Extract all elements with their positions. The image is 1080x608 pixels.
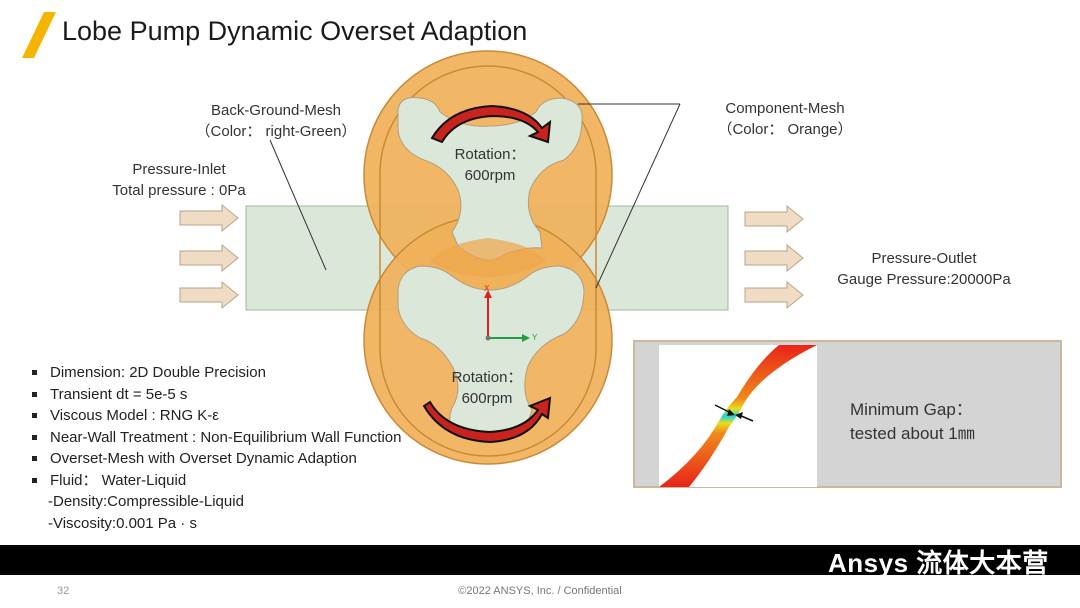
list-item: Transient dt = 5e-5 s xyxy=(32,384,402,406)
pump-diagram xyxy=(179,50,804,465)
outlet-arrow-icon xyxy=(744,204,804,234)
list-item: Fluid： Water-Liquid xyxy=(32,470,402,492)
leader-line-background xyxy=(269,139,327,271)
page-title: Lobe Pump Dynamic Overset Adaption xyxy=(62,16,528,46)
accent-slash-icon xyxy=(22,12,56,58)
inlet-arrows xyxy=(179,203,239,310)
outlet-arrow-icon xyxy=(744,243,804,273)
outlet-label: Pressure-Outlet Gauge Pressure:20000Pa xyxy=(837,250,1011,288)
overset-overlap xyxy=(430,238,546,277)
axis-x-label: X xyxy=(484,284,490,293)
outlet-arrow-icon xyxy=(744,280,804,310)
inlet-arrow-icon xyxy=(179,280,239,310)
background-mesh-label: Back-Ground-Mesh （Color： right-Green） xyxy=(195,102,357,140)
brand-logo: Ansys 流体大本营 xyxy=(828,548,1049,578)
list-item: Dimension: 2D Double Precision xyxy=(32,362,402,384)
axes-icon xyxy=(484,290,530,342)
gap-contour-image xyxy=(659,345,817,487)
inlet-label: Pressure-Inlet Total pressure : 0Pa xyxy=(112,161,246,199)
minimum-gap-panel: Minimum Gap： tested about 1㎜ xyxy=(633,340,1062,488)
page-number: 32 xyxy=(57,585,70,597)
sub-list-item: -Viscosity:0.001 Pa · s xyxy=(48,514,197,532)
leader-line-component-2 xyxy=(595,103,681,289)
inlet-arrow-icon xyxy=(179,243,239,273)
footer-bar xyxy=(0,545,1080,575)
list-item: Viscous Model : RNG K-ε xyxy=(32,405,402,427)
rotation-bottom-label: Rotation： 600rpm xyxy=(451,369,523,407)
copyright: ©2022 ANSYS, Inc. / Confidential xyxy=(458,585,622,597)
minimum-gap-text: Minimum Gap： tested about 1㎜ xyxy=(850,400,975,443)
settings-list: Dimension: 2D Double Precision Transient… xyxy=(32,362,402,534)
list-item: Overset-Mesh with Overset Dynamic Adapti… xyxy=(32,448,402,470)
component-mesh-label: Component-Mesh （Color： Orange） xyxy=(717,100,853,138)
pump-casing xyxy=(379,65,597,457)
outlet-arrows xyxy=(744,204,804,310)
sub-list-item: -Density:Compressible-Liquid xyxy=(48,493,244,510)
inlet-arrow-icon xyxy=(179,203,239,233)
rotation-top-label: Rotation： 600rpm xyxy=(454,146,526,184)
axis-y-label: Y xyxy=(532,333,538,342)
rotation-arrow-top-icon xyxy=(430,104,552,144)
list-item: Near-Wall Treatment : Non-Equilibrium Wa… xyxy=(32,427,402,449)
rotation-arrow-bottom-icon xyxy=(422,396,552,444)
rotor-cavity-bottom xyxy=(397,265,585,442)
